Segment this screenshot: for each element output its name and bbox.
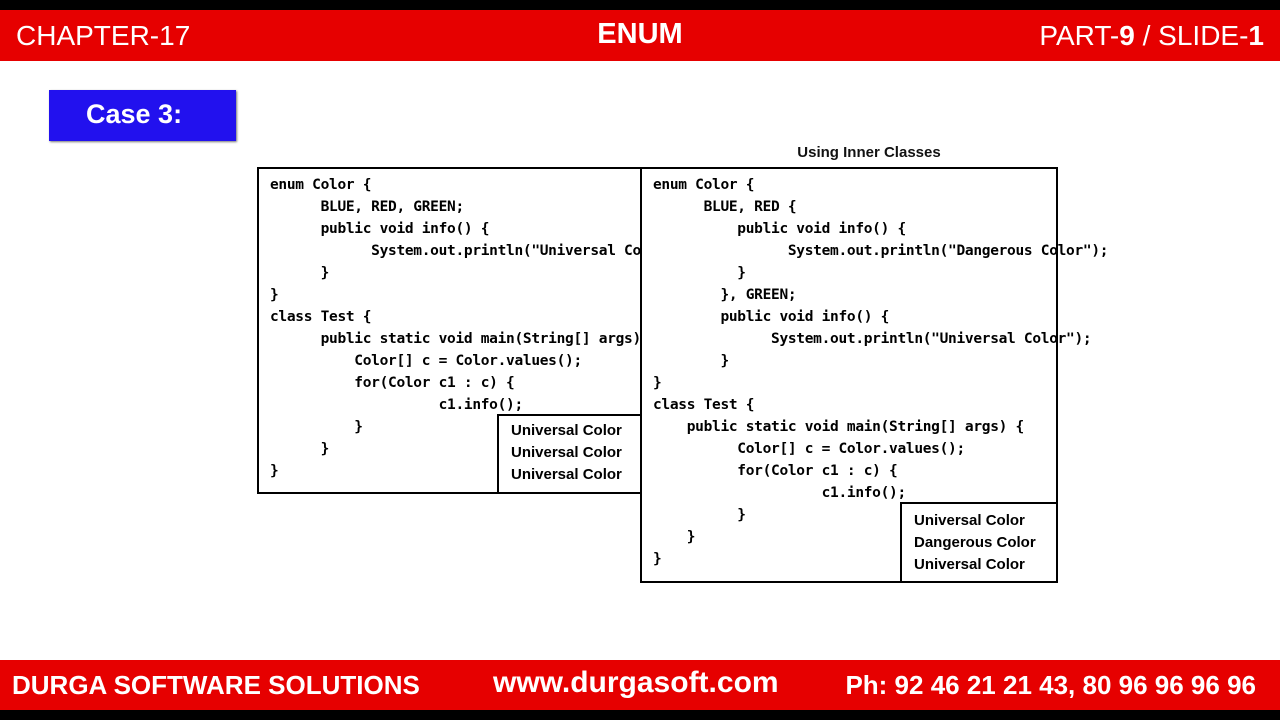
chapter-label: CHAPTER-17	[16, 20, 191, 51]
slide-number: 1	[1248, 20, 1264, 51]
website-link[interactable]: www.durgasoft.com	[493, 666, 779, 699]
slide: CHAPTER-17 ENUM PART-9 / SLIDE-1 Case 3:…	[0, 10, 1280, 710]
phone-numbers: Ph: 92 46 21 21 43, 80 96 96 96 96	[845, 670, 1256, 700]
company-name: DURGA SOFTWARE SOLUTIONS	[12, 670, 420, 700]
code-box-right: enum Color { BLUE, RED { public void inf…	[640, 167, 1109, 583]
code-left: enum Color { BLUE, RED, GREEN; public vo…	[270, 177, 692, 479]
footer-bar: DURGA SOFTWARE SOLUTIONS www.durgasoft.c…	[0, 660, 1280, 710]
output-line: Universal Color	[511, 422, 622, 439]
output-line: Dangerous Color	[914, 534, 1036, 551]
case-label: Case 3:	[49, 90, 236, 141]
part-prefix: PART-	[1039, 20, 1120, 51]
slide-title: ENUM	[597, 18, 683, 50]
code-right: enum Color { BLUE, RED { public void inf…	[653, 177, 1109, 567]
inner-classes-caption: Using Inner Classes	[797, 144, 941, 161]
output-box-left: Universal Color Universal Color Universa…	[497, 414, 642, 494]
output-line: Universal Color	[511, 444, 622, 461]
part-slide-indicator: PART-9 / SLIDE-1	[1039, 20, 1264, 52]
slide-prefix: / SLIDE-	[1134, 20, 1249, 51]
output-line: Universal Color	[914, 512, 1025, 529]
part-number: 9	[1119, 20, 1135, 51]
header-bar: CHAPTER-17 ENUM PART-9 / SLIDE-1	[0, 10, 1280, 61]
output-line: Universal Color	[511, 466, 622, 483]
output-line: Universal Color	[914, 556, 1025, 573]
output-box-right: Universal Color Dangerous Color Universa…	[900, 502, 1058, 583]
